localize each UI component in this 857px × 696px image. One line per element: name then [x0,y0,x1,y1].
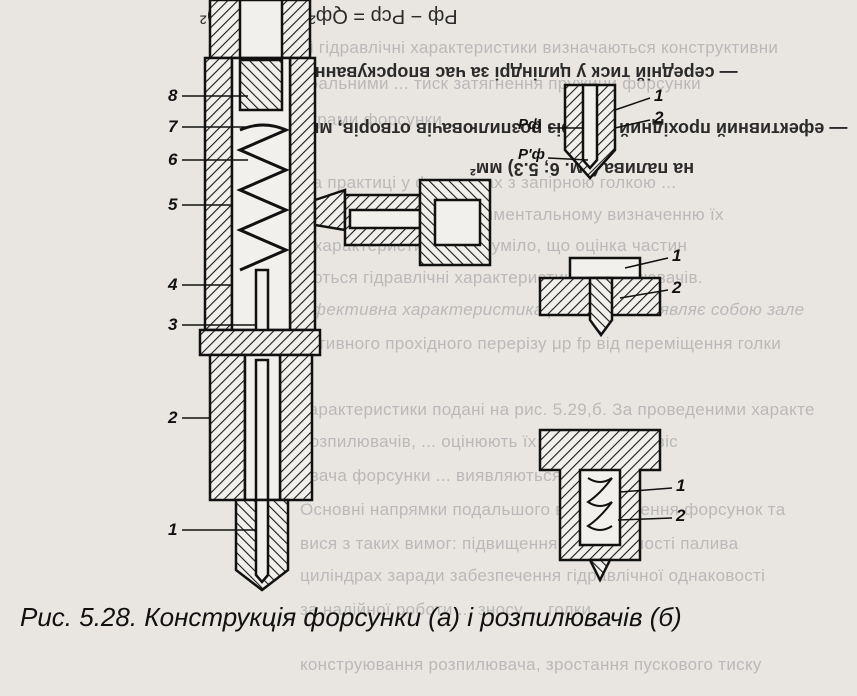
nozzle-middle [538,256,669,338]
label-p-phi-prime: P'ф [518,146,545,163]
callout-3: 3 [168,315,178,334]
bg-line: циліндрах заради забезпечення гідравлічн… [300,566,766,585]
bg-line: овача форсунки ... виявляються ці ... [300,466,601,485]
callout-4: 4 [168,275,178,294]
bg-line: етрами форсунки. [300,110,448,129]
bg-line: Основні напрямки подальшого вдосконаленн… [300,500,786,519]
callout-leaders-a [182,95,256,531]
bg-line: конструювання розпилювача, зростання пус… [300,655,762,674]
callout-b-mid-1: 1 [672,246,682,265]
callout-b-mid-2: 2 [672,278,682,297]
callout-6: 6 [168,150,178,169]
bg-line: характеристики подані на рис. 5.29,б. За… [300,400,815,419]
nozzle-top [547,83,651,180]
bg-line: ективного прохідного перерізу μр fр від … [300,334,782,353]
callout-b-bot-1: 1 [676,476,686,495]
bg-line: ні гідравлічні характеристики визначають… [300,38,779,57]
callout-b-top-1: 1 [654,86,664,105]
figure-caption: Рис. 5.28. Конструкція форсунки (а) і ро… [20,602,682,632]
injector-body [198,0,492,592]
callout-5: 5 [168,195,178,214]
callout-b-top-2: 2 [654,108,664,127]
callout-7: 7 [168,117,178,136]
label-p-phi: Pф [518,116,542,133]
nozzle-bottom [538,428,673,583]
callout-b-bot-2: 2 [676,506,686,525]
callout-1: 1 [168,520,178,539]
callout-8: 8 [168,86,178,105]
callout-2: 2 [168,408,178,427]
bg-line: за надійної роботи ... зносу ... голки [300,600,592,619]
